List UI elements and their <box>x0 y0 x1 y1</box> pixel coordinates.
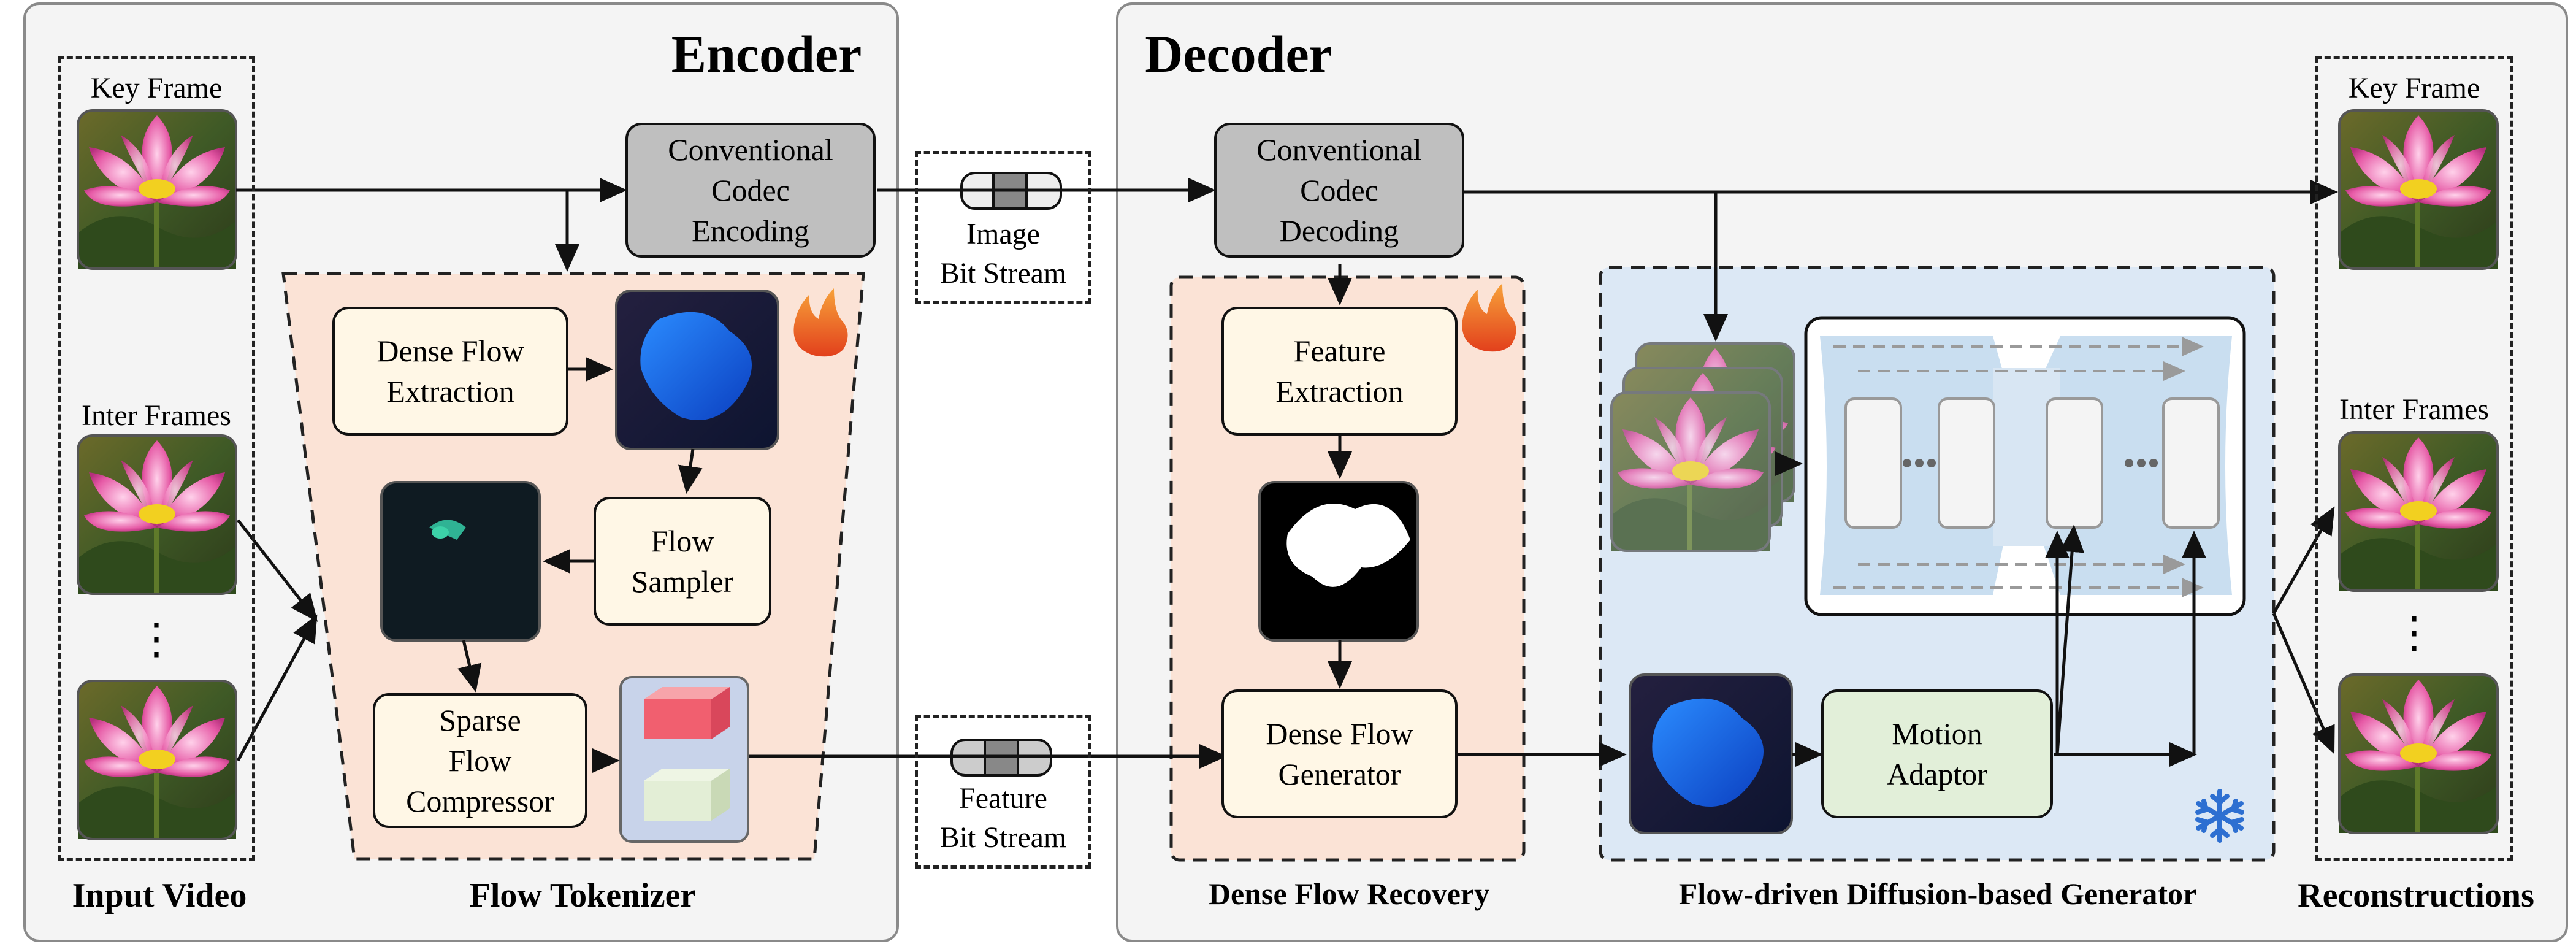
input-key-frame-label: Key Frame <box>90 72 223 104</box>
motion-adaptor-box: Motion Adaptor <box>1821 689 2053 818</box>
codec-decoding-box: Conventional Codec Decoding <box>1214 123 1464 258</box>
input-video-frame <box>58 56 255 861</box>
dense-flow-recovery-title: Dense Flow Recovery <box>1208 877 1490 911</box>
flow-sampler-box: Flow Sampler <box>594 497 771 626</box>
dense-flow-map-image <box>615 290 779 450</box>
flow-arrows <box>236 178 2338 773</box>
unet-diagram <box>1804 316 2246 616</box>
image-bitstream-frame <box>915 151 1091 304</box>
output-ellipsis: ⋮ <box>2393 610 2436 657</box>
feature-extraction-box: Feature Extraction <box>1221 307 1458 436</box>
sparse-flow-map-image <box>380 481 541 642</box>
image-bitstream-label: Image Bit Stream <box>939 218 1067 290</box>
output-key-frame-label: Key Frame <box>2348 72 2480 104</box>
reconstructions-title: Reconstructions <box>2298 877 2534 915</box>
flame-icon-encoder <box>793 288 848 357</box>
codec-encoding-box: Conventional Codec Encoding <box>625 123 876 258</box>
feature-bitstream-frame <box>915 715 1091 869</box>
flow-token-cubes <box>619 676 749 843</box>
input-ellipsis: ⋮ <box>135 616 178 663</box>
snowflake-icon <box>2195 789 2244 843</box>
input-inter-frames-label: Inter Frames <box>82 399 231 432</box>
diffusion-generator-title: Flow-driven Diffusion-based Generator <box>1678 877 2197 911</box>
flow-tokenizer-title: Flow Tokenizer <box>469 877 696 915</box>
generator-dense-flow-image <box>1629 673 1793 834</box>
input-video-title: Input Video <box>72 877 247 915</box>
encoder-title: Encoder <box>671 25 862 83</box>
sparse-flow-compressor-box: Sparse Flow Compressor <box>373 693 587 828</box>
reconstructions-frame <box>2315 56 2513 861</box>
decoder-title: Decoder <box>1145 25 1332 83</box>
dense-flow-generator-box: Dense Flow Generator <box>1221 689 1458 818</box>
noisy-frame-stack <box>1610 342 1795 552</box>
feature-mask-image <box>1258 481 1419 642</box>
flame-icon-decoder <box>1462 283 1516 352</box>
dense-flow-extraction-box: Dense Flow Extraction <box>332 307 568 436</box>
feature-bitstream-label: Feature Bit Stream <box>939 782 1067 854</box>
output-inter-frames-label: Inter Frames <box>2339 393 2489 426</box>
